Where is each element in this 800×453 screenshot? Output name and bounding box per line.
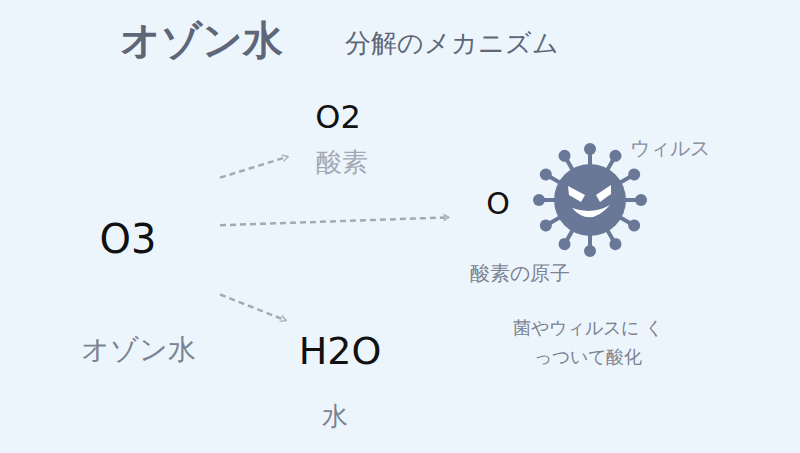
oxygen-atom: O 酸素の原子	[468, 178, 580, 292]
node-caption: 水	[322, 401, 348, 432]
oxygen-molecule: O2 酸素	[292, 92, 392, 187]
dashed-arrow	[220, 295, 286, 321]
node-text: O2	[315, 98, 361, 136]
node-caption: 酸素の原子	[470, 261, 570, 285]
subtitle: 分解のメカニズム	[345, 28, 559, 59]
node-caption: 酸素	[316, 147, 368, 178]
drop-shape	[58, 95, 218, 317]
node-text: H2O	[299, 329, 382, 375]
water-drop: H2O 水	[290, 255, 390, 437]
drop-shape	[290, 255, 390, 397]
ozone-water-drop: O3 オゾン水	[58, 95, 218, 380]
diagram-title: オゾン水	[120, 16, 283, 64]
dashed-arrow	[220, 157, 288, 178]
node-caption: オゾン水	[81, 333, 196, 367]
dashed-arrow	[220, 217, 449, 225]
node-text: O3	[100, 215, 157, 263]
node-text: 菌やウィルスに くっついて酸化	[513, 314, 663, 372]
node-text: O	[486, 186, 510, 222]
virus-label: ウィルス	[630, 136, 710, 160]
